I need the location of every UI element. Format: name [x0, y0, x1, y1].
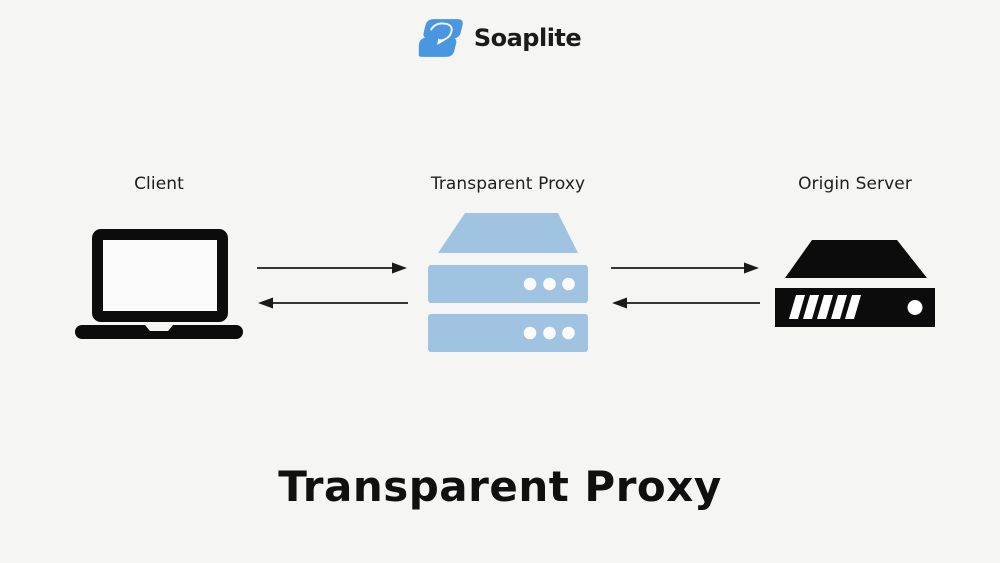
brand-name: Soaplite [473, 24, 582, 52]
client-label: Client [134, 174, 184, 194]
page-title: Transparent Proxy [278, 462, 722, 511]
arrow-origin-to-proxy [612, 297, 760, 309]
rack-server-icon [775, 240, 935, 327]
transparent-proxy-label: Transparent Proxy [430, 174, 586, 194]
arrow-proxy-to-client [258, 297, 408, 309]
soaplite-logo: Soaplite [418, 18, 582, 58]
arrow-client-to-proxy [257, 262, 407, 274]
arrow-proxy-to-origin [611, 262, 759, 274]
proxy-server-icon [428, 213, 588, 352]
soaplite-s-logo-icon [418, 19, 463, 57]
laptop-icon [75, 229, 243, 339]
origin-server-label: Origin Server [798, 174, 912, 194]
